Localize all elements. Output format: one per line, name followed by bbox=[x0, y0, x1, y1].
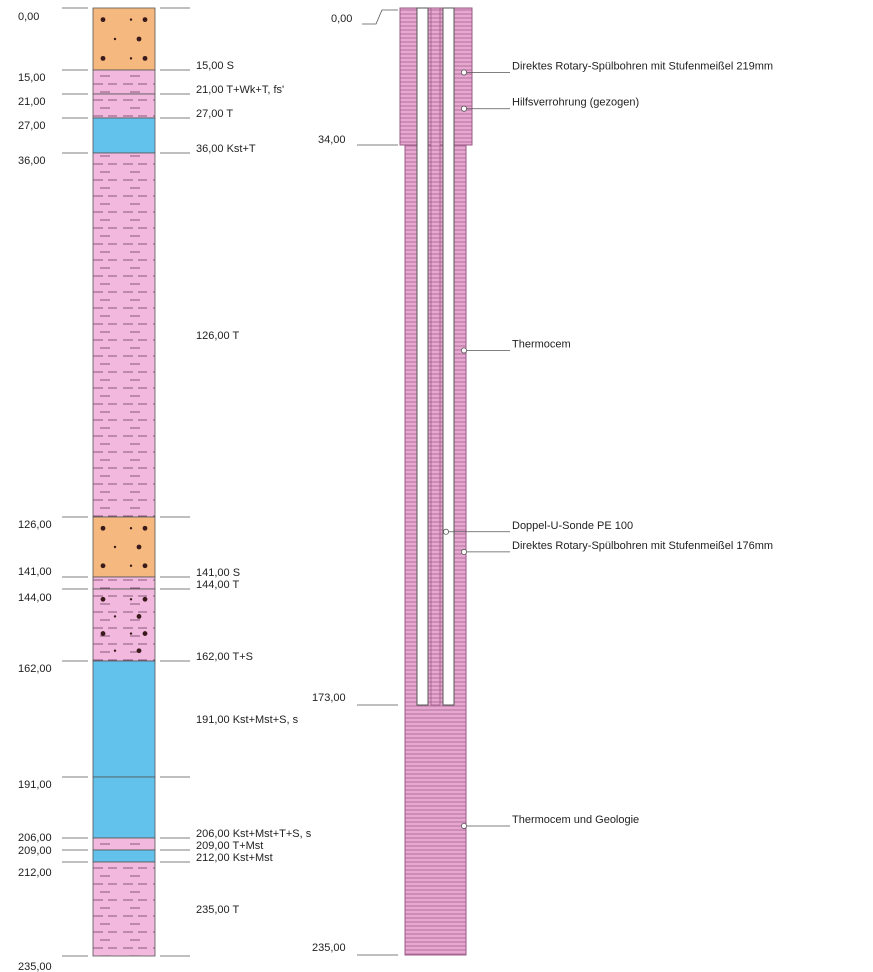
gravel-dot bbox=[100, 631, 106, 636]
depth-label: 27,00 bbox=[18, 120, 46, 132]
layer-label: 235,00 T bbox=[196, 904, 240, 916]
depth-label: 235,00 bbox=[312, 942, 346, 954]
layer-clay bbox=[92, 861, 156, 957]
depth-label: 235,00 bbox=[18, 961, 52, 972]
gravel-dot bbox=[113, 545, 117, 549]
depth-label: 15,00 bbox=[18, 72, 46, 84]
gravel-dot bbox=[129, 18, 133, 21]
annotation-marker bbox=[460, 69, 467, 76]
gravel-dot bbox=[113, 37, 117, 41]
layer-label: 126,00 T bbox=[196, 330, 240, 342]
gravel-dot bbox=[129, 527, 133, 530]
layer-marl bbox=[92, 849, 156, 863]
layer-label: 162,00 T+S bbox=[196, 651, 253, 663]
layer-marl bbox=[92, 660, 156, 778]
layer-clay bbox=[92, 93, 156, 119]
gravel-dot bbox=[113, 615, 117, 618]
layer-label: 21,00 T+Wk+T, fs' bbox=[196, 84, 284, 96]
gravel-dot bbox=[136, 648, 142, 654]
layer-marl bbox=[92, 117, 156, 154]
annotation-marker bbox=[460, 347, 467, 354]
gravel-dot bbox=[142, 563, 148, 569]
depth-label: 0,00 bbox=[331, 13, 352, 25]
depth-label: 212,00 bbox=[18, 867, 52, 879]
gravel-dot bbox=[129, 564, 133, 567]
depth-label: 0,00 bbox=[18, 11, 39, 23]
gravel-dot bbox=[136, 36, 142, 42]
annotation-marker bbox=[460, 105, 467, 112]
layer-label: 15,00 S bbox=[196, 60, 234, 72]
gravel-dot bbox=[100, 525, 106, 531]
gravel-dot bbox=[136, 614, 142, 619]
gravel-dot bbox=[100, 17, 106, 23]
gravel-dot bbox=[142, 596, 148, 602]
layer-label: 144,00 T bbox=[196, 579, 240, 591]
layer-label: 141,00 S bbox=[196, 567, 240, 579]
gravel-dot bbox=[100, 55, 106, 61]
gravel-dot bbox=[142, 525, 148, 531]
annotation-marker bbox=[460, 822, 467, 829]
depth-label: 141,00 bbox=[18, 566, 52, 578]
layer-label: 206,00 Kst+Mst+T+S, s bbox=[196, 828, 312, 840]
depth-label: 144,00 bbox=[18, 592, 52, 604]
layer-label: 191,00 Kst+Mst+S, s bbox=[196, 714, 299, 726]
depth-label: 173,00 bbox=[312, 692, 346, 704]
u-probe-tube bbox=[442, 7, 455, 706]
u-probe-grout bbox=[430, 7, 441, 706]
layer-clay bbox=[92, 837, 156, 851]
layer-clay bbox=[92, 152, 156, 518]
layer-label: 27,00 T bbox=[196, 108, 233, 120]
left-lithology-column bbox=[62, 7, 190, 957]
gravel-dot bbox=[129, 598, 133, 601]
gravel-dot bbox=[100, 563, 106, 569]
layer-sand bbox=[92, 7, 156, 71]
depth-label: 21,00 bbox=[18, 96, 46, 108]
depth-label: 126,00 bbox=[18, 519, 52, 531]
gravel-dot bbox=[129, 632, 133, 635]
right-well-construction bbox=[357, 7, 510, 956]
layer-clay bbox=[92, 69, 156, 95]
right-annotations: 0,00 34,00 173,00 235,00 Direktes Rotary-Spü… bbox=[312, 13, 773, 954]
layer-label: 209,00 T+Mst bbox=[196, 840, 263, 852]
annotation-label: Direktes Rotary-Spülbohren mit Stufenmei… bbox=[512, 540, 773, 552]
annotation-label: Hilfsverrohrung (gezogen) bbox=[512, 97, 639, 109]
layer-label: 212,00 Kst+Mst bbox=[196, 852, 273, 864]
gravel-dot bbox=[129, 57, 133, 60]
layer-marl bbox=[92, 776, 156, 839]
layer-clay bbox=[92, 576, 156, 590]
gravel-dot bbox=[136, 544, 142, 550]
annotation-marker bbox=[442, 528, 449, 535]
depth-label: 162,00 bbox=[18, 663, 52, 675]
depth-label: 206,00 bbox=[18, 832, 52, 844]
depth-label: 34,00 bbox=[318, 134, 346, 146]
depth-label: 191,00 bbox=[18, 779, 52, 791]
left-depth-labels: 15,00 S 21,00 T+Wk+T, fs' 27,00 T 36,00 Kst… bbox=[18, 11, 312, 972]
annotation-label: Thermocem und Geologie bbox=[512, 814, 639, 826]
annotation-label: Thermocem bbox=[512, 338, 571, 350]
gravel-dot bbox=[113, 649, 117, 652]
depth-label: 36,00 bbox=[18, 155, 46, 167]
gravel-dot bbox=[142, 17, 148, 23]
gravel-dot bbox=[142, 631, 148, 636]
annotation-marker bbox=[460, 548, 467, 555]
gravel-dot bbox=[142, 55, 148, 61]
layer-label: 36,00 Kst+T bbox=[196, 143, 256, 155]
u-probe-tube bbox=[416, 7, 429, 706]
depth-leader bbox=[362, 9, 398, 25]
annotation-label: Doppel-U-Sonde PE 100 bbox=[512, 520, 633, 532]
depth-label: 209,00 bbox=[18, 845, 52, 857]
annotation-label: Direktes Rotary-Spülbohren mit Stufenmei… bbox=[512, 60, 773, 72]
gravel-dot bbox=[100, 596, 106, 602]
